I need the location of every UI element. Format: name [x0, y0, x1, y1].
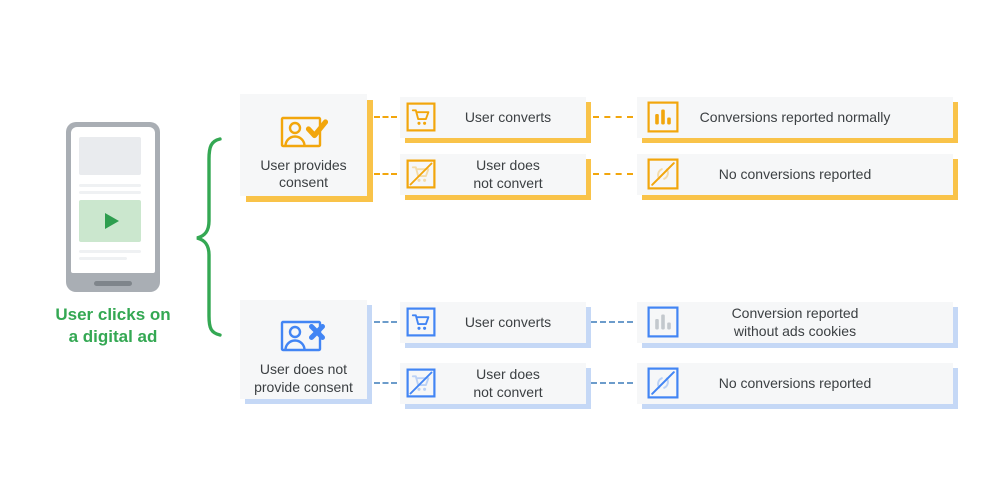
user-converts-label-blue: User converts [464, 313, 552, 330]
connector-consent-converts [374, 116, 397, 118]
reported-normally-label: Conversions reported normally [699, 108, 891, 125]
consent-branch-label: User provides consent [260, 156, 347, 191]
phone-caption: User clicks on a digital ad [55, 305, 171, 347]
no-conversions-label-blue: No conversions reported [718, 374, 872, 391]
connector-noconsent-converts [374, 321, 397, 323]
user-not-convert-label: User does not convert [473, 157, 543, 191]
ad-video [79, 200, 141, 242]
no-conversions-box: No conversions reported [637, 154, 953, 195]
reported-without-cookies-label: Conversion reported without ads cookies [731, 305, 859, 339]
no-conversions-icon [647, 367, 679, 399]
no-consent-branch-box: User does not provide consent [240, 300, 367, 399]
connector-noconvert-report-blue [591, 382, 633, 384]
shopping-cart-icon [406, 307, 436, 337]
ad-banner [79, 137, 141, 175]
text-line [79, 184, 141, 187]
connector-converts-report-blue [591, 321, 633, 323]
user-converts-box-blue: User converts [400, 302, 586, 343]
bar-chart-icon [647, 101, 679, 133]
connector-noconsent-noconvert [374, 382, 397, 384]
brace-icon [196, 137, 222, 337]
text-line [79, 191, 141, 194]
person-x-icon [280, 320, 325, 352]
no-consent-branch-label: User does not provide consent [254, 361, 353, 395]
person-check-icon [280, 116, 328, 147]
user-not-convert-box: User does not convert [400, 154, 586, 195]
connector-converts-report [593, 116, 633, 118]
text-line [79, 250, 141, 253]
phone-illustration [66, 122, 160, 292]
play-icon [105, 213, 119, 229]
phone-home-bar [94, 281, 132, 286]
connector-consent-noconvert [374, 173, 397, 175]
user-converts-label: User converts [464, 108, 552, 125]
reported-without-cookies-box: Conversion reported without ads cookies [637, 302, 953, 343]
shopping-cart-crossed-icon [406, 368, 436, 398]
phone-screen [71, 127, 155, 273]
no-conversions-box-blue: No conversions reported [637, 363, 953, 404]
consent-branch-box: User provides consent [240, 94, 367, 196]
bar-chart-muted-icon [647, 306, 679, 338]
reported-normally-box: Conversions reported normally [637, 97, 953, 138]
connector-noconvert-report [593, 173, 633, 175]
shopping-cart-icon [406, 102, 436, 132]
no-conversions-icon [647, 158, 679, 190]
user-converts-box: User converts [400, 97, 586, 138]
no-conversions-label: No conversions reported [718, 165, 872, 182]
text-line [79, 257, 127, 260]
user-not-convert-label-blue: User does not convert [473, 366, 543, 400]
shopping-cart-crossed-icon [406, 159, 436, 189]
user-not-convert-box-blue: User does not convert [400, 363, 586, 404]
